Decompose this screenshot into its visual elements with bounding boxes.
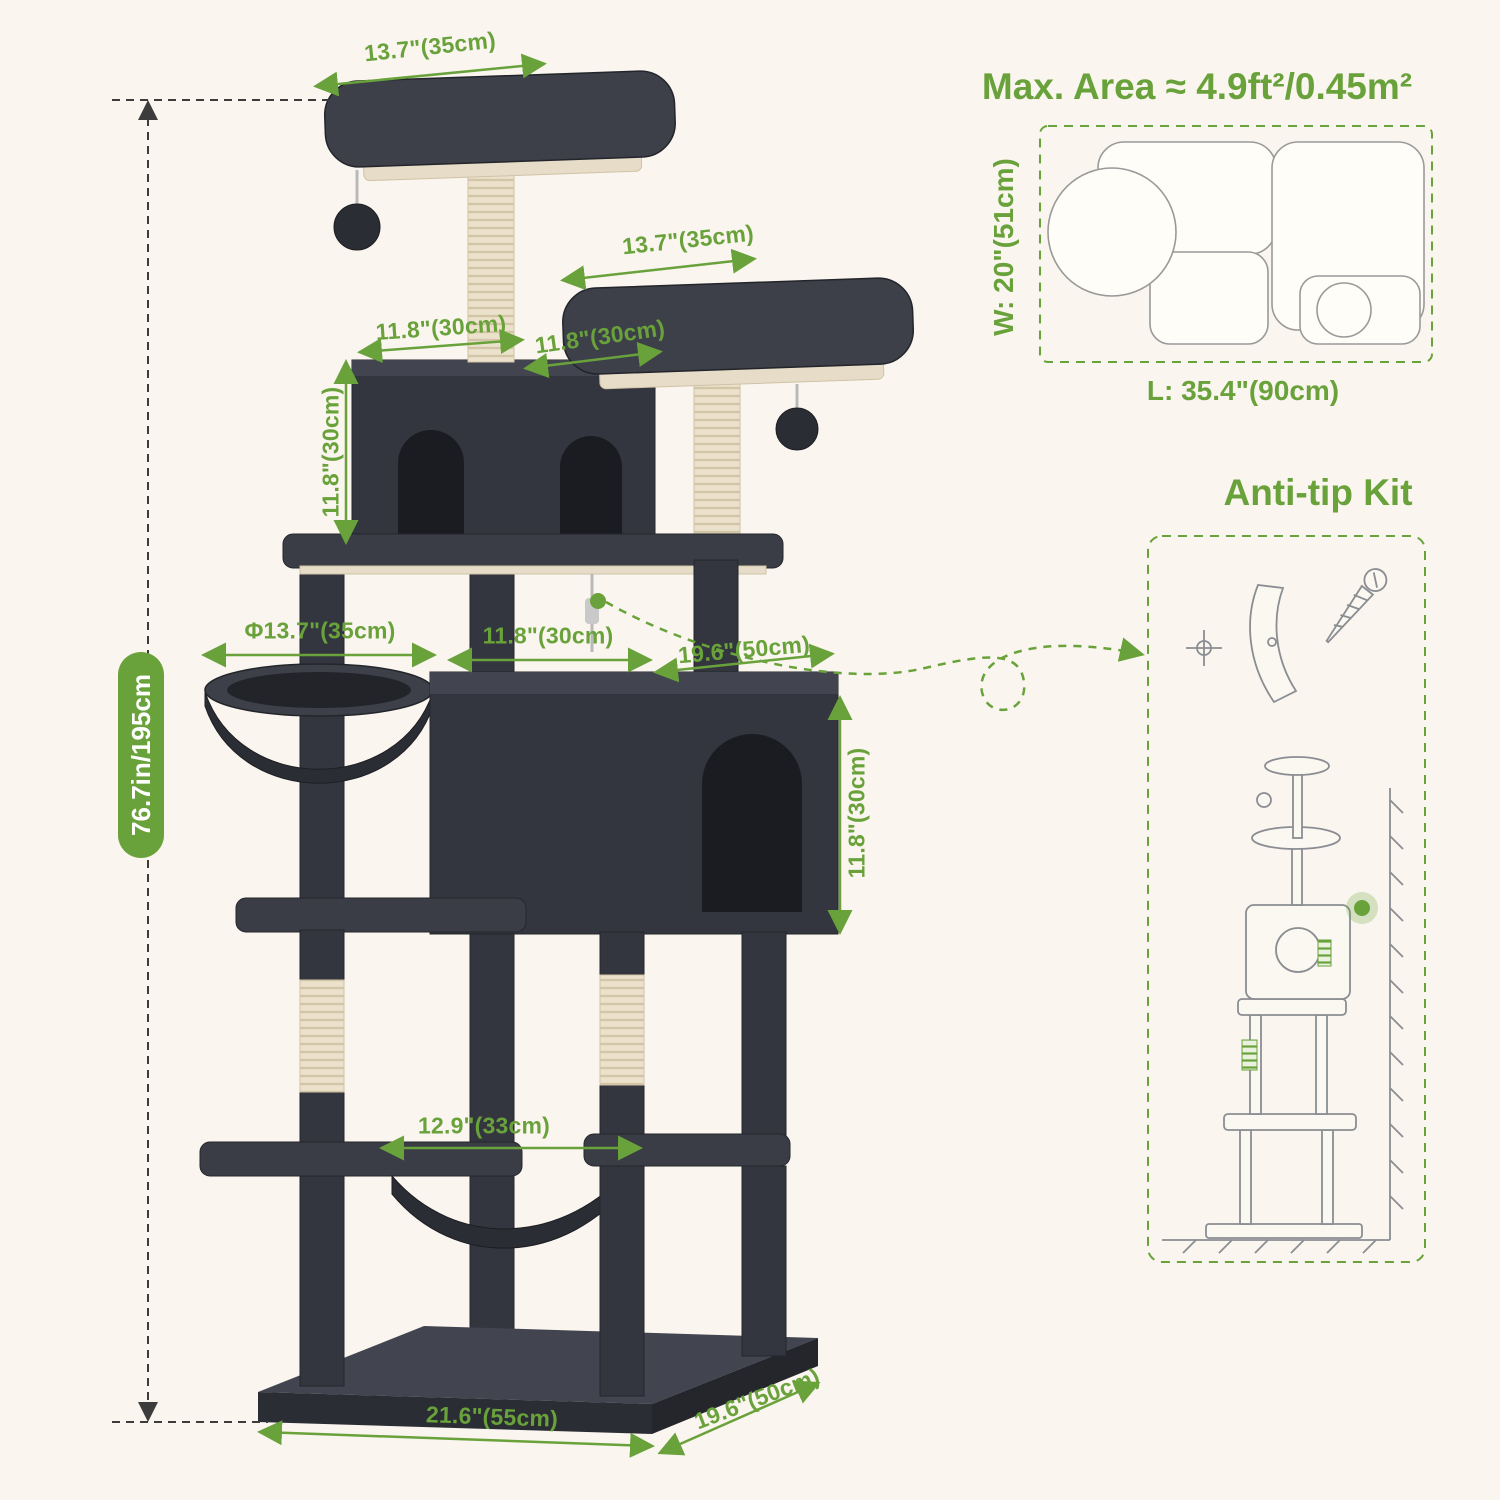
lower-right-post <box>741 931 787 1148</box>
floor-plan <box>1039 125 1433 363</box>
anti-tip-wall-diagram <box>1162 756 1404 1254</box>
upper-platform-underside <box>299 565 767 575</box>
total-height-badge: 76.7in/195cm <box>118 652 164 858</box>
arrow-big-condo-width <box>653 643 835 683</box>
floor-plan-sketch <box>1047 141 1425 345</box>
dim-label-middle-width: 11.8"(30cm) <box>482 622 614 649</box>
bottom-left-post <box>299 1175 345 1387</box>
dim-label-upper-condo-height: 11.8"(30cm) <box>317 386 344 518</box>
upper-condo <box>351 359 656 547</box>
pom-ball-right <box>775 407 819 451</box>
arrow-base-width <box>257 1420 655 1458</box>
low-right-platform <box>583 1133 791 1167</box>
anti-tip-title: Anti-tip Kit <box>1223 472 1413 513</box>
mini-tree-strap-2 <box>1317 939 1332 967</box>
anti-tip-screw <box>1325 568 1388 644</box>
bottom-right-post <box>741 1165 787 1357</box>
anchor-point-dot <box>590 593 606 609</box>
mid-left-platform <box>235 897 527 933</box>
arrow-top-perch <box>313 53 547 97</box>
anti-tip-bracket <box>1186 568 1388 704</box>
upper-condo-door-right <box>560 436 622 545</box>
height-dimension <box>112 99 332 1423</box>
floor-plan-border <box>1039 125 1433 363</box>
anti-tip-border <box>1147 535 1426 1263</box>
upper-condo-door-left <box>398 430 464 545</box>
mini-cat-tree <box>1205 756 1363 1239</box>
arrow-condo-top-left <box>357 329 525 363</box>
mini-tree-strap-1 <box>1241 1039 1258 1071</box>
lower-mid-sisal <box>599 974 645 1086</box>
dim-label-hammock-width: 12.9"(33cm) <box>417 1112 551 1139</box>
max-area-title: Max. Area ≈ 4.9ft²/0.45m² <box>981 66 1413 107</box>
dim-label-large-condo-height: 11.8"(30cm) <box>843 747 870 879</box>
basket <box>204 663 434 784</box>
max-area-width-label: W: 20"(51cm) <box>988 158 1019 336</box>
cat-tree <box>199 70 915 1434</box>
arrow-second-perch <box>560 248 757 291</box>
large-condo-door <box>702 734 802 912</box>
pom-ball-left <box>333 203 381 251</box>
dim-label-basket-diameter: Φ13.7"(35cm) <box>244 617 396 644</box>
large-condo <box>429 671 839 935</box>
lower-left-sisal <box>299 979 345 1093</box>
max-area-length-label: L: 35.4"(90cm) <box>1146 375 1340 406</box>
wall-anchor-dot <box>1354 900 1370 916</box>
dim-label-base-width: 21.6"(55cm) <box>425 1401 559 1432</box>
arrow-condo-top-right <box>523 342 663 378</box>
anti-tip-connector <box>590 593 1145 712</box>
bottom-mid-post <box>599 1165 645 1397</box>
arrow-base-depth <box>657 1380 821 1456</box>
dimension-arrows <box>201 53 853 1458</box>
top-perch <box>323 70 676 182</box>
anti-tip-kit <box>1147 535 1426 1263</box>
